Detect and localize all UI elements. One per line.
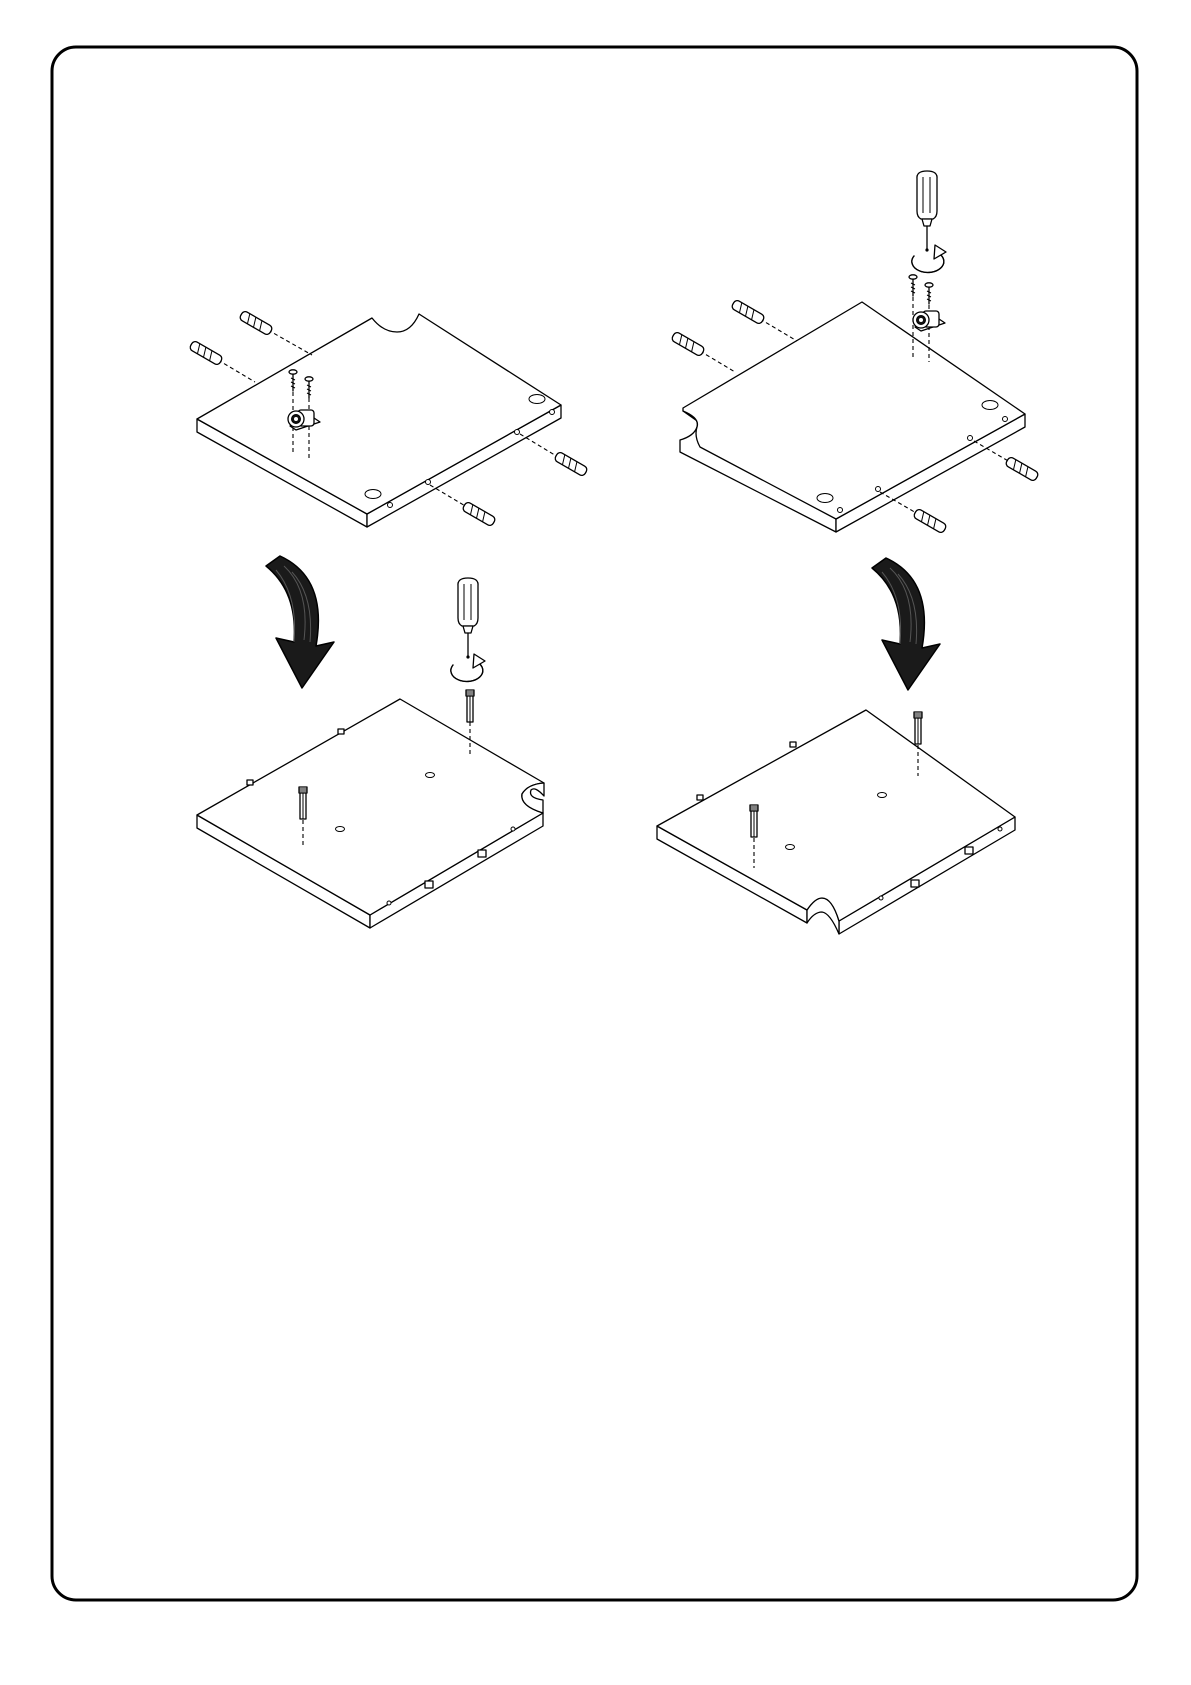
dowel-part [189,340,223,366]
panel-top-face [657,710,1015,921]
step-bottom-left-panel [197,578,544,928]
cam-bolt-part [914,712,922,744]
cam-bolt-part [750,805,758,837]
cam-lock-bracket [913,311,945,331]
panel-top-face [683,302,1025,519]
step-top-left-panel [189,310,588,527]
flip-arrow-icon [266,556,334,688]
panel-top-face [197,699,544,915]
cam-bolt-part [299,787,307,819]
screw-part [909,275,917,296]
dowel-part [671,331,705,357]
dowel-part [462,501,496,527]
dowel-part [731,299,765,325]
panel-hole [365,490,381,499]
screwdriver-icon [917,171,937,252]
screwdriver-icon [458,578,478,659]
step-bottom-right-panel [657,710,1015,934]
panel-hole [529,395,545,404]
screw-part [925,283,933,304]
panel-top-face [197,314,561,514]
dowel-part [1005,456,1039,482]
dowel-part [913,508,947,534]
rotate-arrow-icon [912,245,946,273]
cam-bolt-part [466,690,474,722]
step-top-right-panel [671,171,1039,534]
flip-arrow-icon [872,558,940,690]
dowel-part [554,451,588,477]
dowel-part [239,310,273,336]
